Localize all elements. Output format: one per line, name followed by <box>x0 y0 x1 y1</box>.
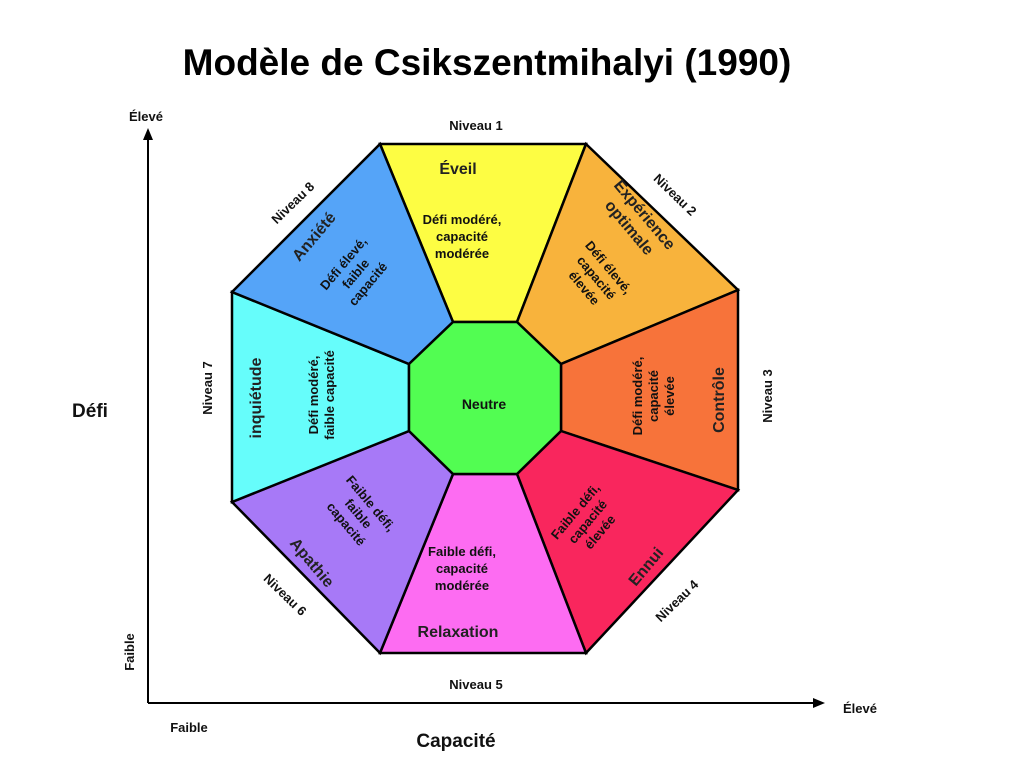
y-axis-label: Défi <box>72 401 108 422</box>
sector-desc: Faible défi, <box>428 544 496 559</box>
x-axis-arrow-icon <box>813 698 825 708</box>
center-neutre <box>407 320 563 476</box>
x-axis-label: Capacité <box>416 731 495 752</box>
y-axis-low: Faible <box>122 633 137 671</box>
x-axis-high: Élevé <box>843 701 877 716</box>
sector-desc: capacité <box>436 561 488 576</box>
level-5: Niveau 5 <box>449 677 502 692</box>
page-title: Modèle de Csikszentmihalyi (1990) <box>183 42 792 83</box>
level-1: Niveau 1 <box>449 118 502 133</box>
sector-desc: élevée <box>662 376 677 416</box>
y-axis-arrow-icon <box>143 128 153 140</box>
sector-name: Relaxation <box>418 624 499 641</box>
level-7: Niveau 7 <box>200 361 215 414</box>
sector-name: Éveil <box>439 159 476 178</box>
sector-desc: Défi modéré, <box>423 212 502 227</box>
sector-desc: capacité <box>646 370 661 422</box>
level-6: Niveau 6 <box>261 571 310 619</box>
sector-desc: faible capacité <box>322 350 337 440</box>
sector-name: Contrôle <box>711 367 728 433</box>
x-axis-low: Faible <box>170 720 208 735</box>
sector-name: inquiétude <box>248 357 265 438</box>
center-label: Neutre <box>462 396 507 412</box>
y-axis-high: Élevé <box>129 109 163 124</box>
level-3: Niveau 3 <box>760 369 775 422</box>
sector-desc: Défi modéré, <box>306 356 321 435</box>
sector-desc: modérée <box>435 246 489 261</box>
axes: Élevé Défi Faible Faible Capacité Élevé <box>72 109 877 752</box>
sector-desc: capacité <box>436 229 488 244</box>
sector-desc: modérée <box>435 578 489 593</box>
level-4: Niveau 4 <box>652 576 701 624</box>
sector-desc: Défi modéré, <box>630 357 645 436</box>
